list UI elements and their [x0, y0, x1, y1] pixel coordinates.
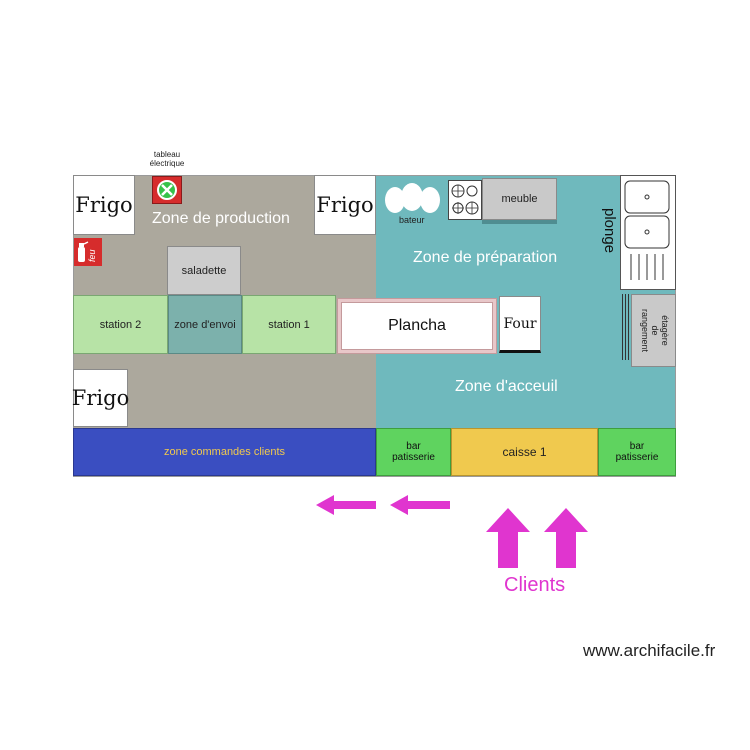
clients-label: Clients [504, 574, 566, 596]
burners-icon [451, 184, 479, 215]
saladette-label: saladette [181, 264, 227, 277]
caisse-1[interactable]: caisse 1 [451, 428, 598, 476]
bar-patisserie-left[interactable]: bar patisserie [376, 428, 451, 476]
plancha-label: Plancha [388, 317, 446, 334]
meuble[interactable]: meuble [482, 178, 557, 220]
cooktop-icon[interactable] [448, 180, 482, 220]
etagere-label-line3: rangement [640, 308, 651, 353]
bar-right-line1: bar [629, 441, 645, 452]
saladette[interactable]: saladette [167, 246, 241, 295]
station-2-label: station 2 [99, 318, 142, 331]
zone-envoi-label: zone d'envoi [174, 318, 236, 331]
left-arrow-1-icon [316, 495, 376, 515]
up-arrow-1-icon [486, 508, 530, 568]
meuble-label: meuble [501, 193, 538, 205]
exit-arrows [316, 495, 450, 515]
zone-commandes-label: zone commandes clients [163, 446, 286, 458]
entry-arrows [486, 508, 588, 568]
up-arrow-2-icon [544, 508, 588, 568]
extinguisher-symbol-icon [78, 241, 89, 262]
station-2[interactable]: station 2 [73, 295, 168, 354]
tableau-label-line2: électrique [149, 159, 185, 168]
plancha-surface: Plancha [341, 302, 493, 350]
tableau-label: tableau électrique [140, 150, 194, 168]
zone-accueil-title: Zone d'acceuil [455, 378, 558, 395]
zone-envoi[interactable]: zone d'envoi [168, 295, 242, 354]
frigo-top-left[interactable]: Frigo [73, 175, 135, 235]
etagere-label: étagère de rangement [633, 294, 678, 367]
tableau-symbol-icon [157, 180, 177, 200]
frigo-label: Frigo [71, 386, 130, 410]
station-1[interactable]: station 1 [242, 295, 336, 354]
zone-commandes-clients[interactable]: zone commandes clients [73, 428, 376, 476]
four[interactable]: Four [499, 296, 541, 353]
frigo-top-middle[interactable]: Frigo [314, 175, 376, 235]
frigo-bottom-left[interactable]: Frigo [71, 369, 130, 427]
frigo-label: Frigo [316, 193, 374, 217]
four-label: Four [503, 315, 537, 332]
station-1-label: station 1 [268, 318, 310, 331]
etagere-hatch [622, 294, 630, 360]
bateur-label: bateur [399, 215, 425, 225]
zone-production-title: Zone de production [152, 210, 290, 227]
bar-right-line2: patisserie [615, 452, 659, 463]
frigo-label: Frigo [75, 193, 133, 217]
tableau-electrique-icon[interactable] [152, 176, 182, 204]
etagere-rangement[interactable]: étagère de rangement [631, 294, 676, 367]
tableau-label-line1: tableau [153, 150, 181, 159]
extinguisher-label: feu [87, 249, 97, 262]
left-arrow-2-icon [390, 495, 450, 515]
caisse-label: caisse 1 [502, 445, 547, 459]
plonge-label: plonge [601, 208, 618, 254]
etagere-label-line2: de [650, 325, 661, 336]
bar-left-line2: patisserie [392, 452, 435, 463]
sink-basins-icon [624, 180, 670, 280]
bar-patisserie-right[interactable]: bar patisserie [598, 428, 676, 476]
bateur-shape-icon [385, 183, 440, 213]
bateur-icon[interactable] [382, 183, 444, 217]
bar-left-line1: bar [406, 441, 421, 452]
watermark: www.archifacile.fr [583, 641, 716, 660]
plancha[interactable]: Plancha [337, 298, 497, 354]
fire-extinguisher-icon[interactable]: feu [74, 238, 102, 266]
etagere-label-line1: étagère [660, 315, 671, 346]
sink-icon[interactable] [620, 175, 676, 290]
zone-preparation-title: Zone de préparation [413, 249, 558, 266]
